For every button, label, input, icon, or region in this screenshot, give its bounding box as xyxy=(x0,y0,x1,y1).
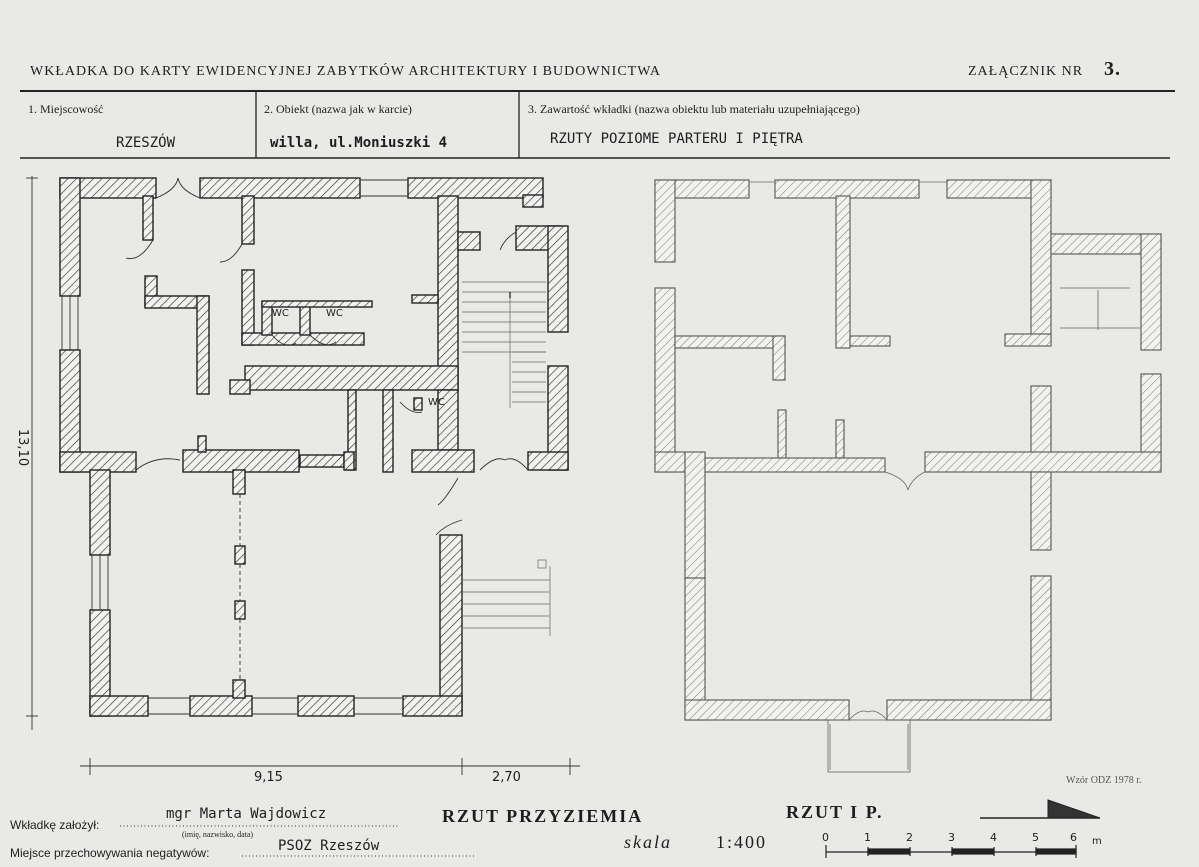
footer-dotted-lines xyxy=(120,825,476,857)
locality-label: 1. Miejscowość xyxy=(28,102,104,116)
scale-value: 1:400 xyxy=(716,832,768,852)
attachment-label: ZAŁĄCZNIK NR xyxy=(968,64,1084,79)
wc-label: WC xyxy=(428,397,445,408)
object-label: 2. Obiekt (nazwa jak w karcie) xyxy=(264,102,412,116)
ground-floor-plan xyxy=(59,177,569,717)
negatives-label: Miejsce przechowywania negatywów: xyxy=(10,846,210,860)
dimension-width-main: 9,15 xyxy=(254,770,283,785)
negatives-value: PSOZ Rzeszów xyxy=(278,838,380,854)
founded-by-value: mgr Marta Wajdowicz xyxy=(166,806,327,822)
first-floor-details xyxy=(749,181,1140,773)
scale-tick-label: 1 xyxy=(864,831,871,844)
wc-label: WC xyxy=(326,308,343,319)
dimension-height: 13,10 xyxy=(15,428,31,467)
model-note: Wzór ODZ 1978 r. xyxy=(1066,775,1142,786)
ground-floor-details xyxy=(61,177,551,715)
wc-label: WC xyxy=(272,308,289,319)
scale-tick-label: 2 xyxy=(906,831,913,844)
ground-plan-title: RZUT PRZYZIEMIA xyxy=(442,806,644,826)
scale-tick-label: 5 xyxy=(1032,831,1039,844)
floor-plan-title: RZUT I P. xyxy=(786,802,884,822)
attachment-number: 3. xyxy=(1104,58,1121,80)
object-value: willa, ul.Moniuszki 4 xyxy=(270,135,448,151)
scale-unit: m xyxy=(1092,836,1102,847)
contents-label: 3. Zawartość wkładki (nazwa obiektu lub … xyxy=(528,102,860,116)
dimension-lines xyxy=(26,176,580,775)
north-arrow xyxy=(980,799,1101,819)
dimension-width-side: 2,70 xyxy=(492,770,521,785)
first-floor-plan xyxy=(654,179,1162,721)
founded-by-hint: (imię, nazwisko, data) xyxy=(182,830,254,839)
scale-label: skala xyxy=(624,832,672,852)
scale-tick-label: 6 xyxy=(1070,831,1077,844)
scale-tick-label: 4 xyxy=(990,831,997,844)
founded-by-label: Wkładkę założył: xyxy=(10,818,100,832)
locality-value: RZESZÓW xyxy=(116,135,176,151)
scale-tick-label: 3 xyxy=(948,831,955,844)
header-table-lines xyxy=(20,90,1175,159)
contents-value: RZUTY POZIOME PARTERU I PIĘTRA xyxy=(550,131,803,147)
scale-bar xyxy=(825,845,1077,858)
form-title: WKŁADKA DO KARTY EWIDENCYJNEJ ZABYTKÓW A… xyxy=(30,64,661,79)
scale-tick-label: 0 xyxy=(822,831,829,844)
